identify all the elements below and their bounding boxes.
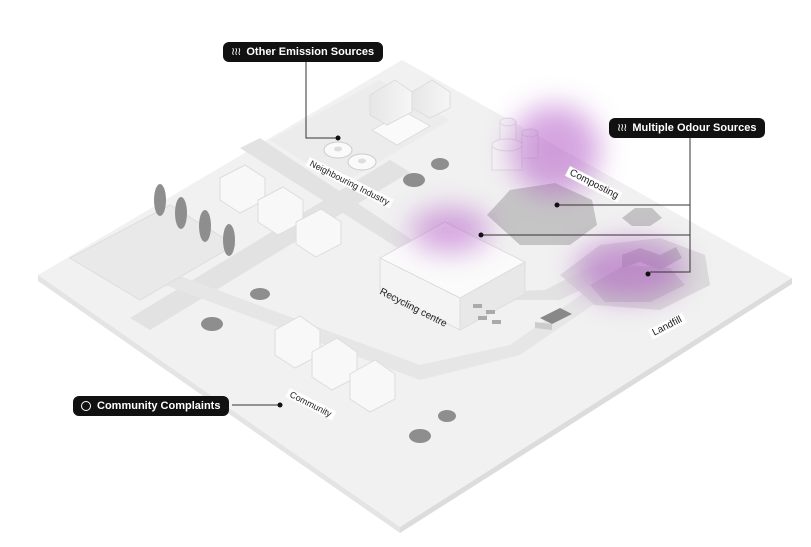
row-houses <box>219 164 342 258</box>
callout-label: Other Emission Sources <box>246 46 375 58</box>
sports-court <box>68 204 236 301</box>
compost-heap-small <box>622 208 662 226</box>
compost-heap <box>487 183 597 245</box>
road <box>165 276 600 380</box>
heat-waves-icon: ≀≀≀ <box>617 122 627 134</box>
person-circle-icon <box>81 401 91 411</box>
callout-label: Multiple Odour Sources <box>632 122 757 134</box>
leader-lines <box>232 61 691 406</box>
callout-other-emission-sources: ≀≀≀ Other Emission Sources <box>223 42 384 62</box>
pallets <box>473 304 501 324</box>
callout-label: Community Complaints <box>97 400 221 412</box>
trees <box>154 158 456 443</box>
callout-multiple-odour-sources: ≀≀≀ Multiple Odour Sources <box>609 118 766 138</box>
heat-waves-icon: ≀≀≀ <box>231 46 241 58</box>
callout-community-complaints: Community Complaints <box>73 396 230 416</box>
leader-dots <box>277 135 651 408</box>
odour-plumes <box>410 105 685 300</box>
industry-houses <box>369 79 451 126</box>
truck-icon <box>535 308 572 330</box>
community-houses <box>274 315 396 413</box>
